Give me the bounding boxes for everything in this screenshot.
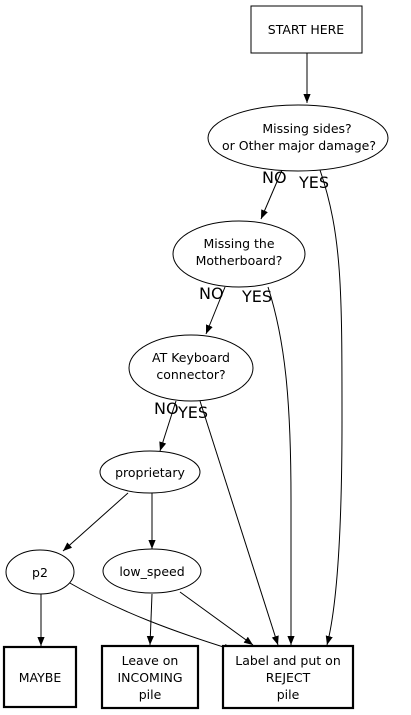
edge-label-at-keyboard-yes: YES [177,403,208,422]
edge-label-missing-motherboard-no: NO [199,284,224,303]
edge-low-speed-to-incoming [146,593,154,646]
node-low-speed-label: low_speed [119,564,184,579]
edge-missing-sides-yes [319,169,343,646]
edge-label-at-keyboard-no: NO [154,399,179,418]
node-start-here: START HERE [250,5,363,54]
node-at-keyboard-label-line1: AT Keyboard [152,350,230,365]
node-reject-label-line1: Label and put on [235,653,341,668]
node-missing-motherboard-label-line1: Missing the [203,236,274,251]
edge-low-speed-to-reject [179,591,254,646]
edge-p2-to-reject [67,581,234,651]
edge-label-missing-sides-yes: YES [298,173,329,192]
node-missing-sides: Missing sides? or Other major damage? [207,104,389,172]
edge-label-missing-motherboard-yes: YES [241,287,272,306]
edge-at-keyboard-no [159,400,177,452]
node-p2-label: p2 [32,565,48,580]
node-at-keyboard: AT Keyboard connector? [128,334,254,402]
edge-missing-motherboard-no [205,286,226,335]
node-maybe-label: MAYBE [19,670,62,685]
node-at-keyboard-label-line2: connector? [156,367,225,382]
node-missing-motherboard-label-line2: Motherboard? [196,253,283,268]
node-reject-label-line2: REJECT [266,670,311,685]
node-missing-sides-label-line1: Missing sides? [262,121,351,136]
node-incoming-label-line3: pile [139,687,162,702]
node-incoming: Leave on INCOMING pile [100,644,200,710]
node-missing-motherboard: Missing the Motherboard? [172,220,306,288]
node-start-here-label: START HERE [268,22,345,37]
node-maybe: MAYBE [2,645,78,709]
node-incoming-label-line1: Leave on [122,653,179,668]
node-reject-label-line3: pile [277,687,300,702]
node-p2: p2 [5,549,75,595]
node-low-speed: low_speed [102,548,202,594]
node-proprietary: proprietary [99,450,201,494]
edge-missing-motherboard-yes [267,286,295,645]
node-missing-sides-label-line2: or Other major damage? [222,138,376,153]
node-proprietary-label: proprietary [115,465,185,480]
node-reject: Label and put on REJECT pile [221,644,355,710]
edge-proprietary-to-p2 [62,492,129,552]
edge-label-missing-sides-no: NO [262,168,287,187]
node-incoming-label-line2: INCOMING [117,670,182,685]
edge-at-keyboard-yes [199,400,279,646]
edge-missing-sides-no [260,169,283,220]
